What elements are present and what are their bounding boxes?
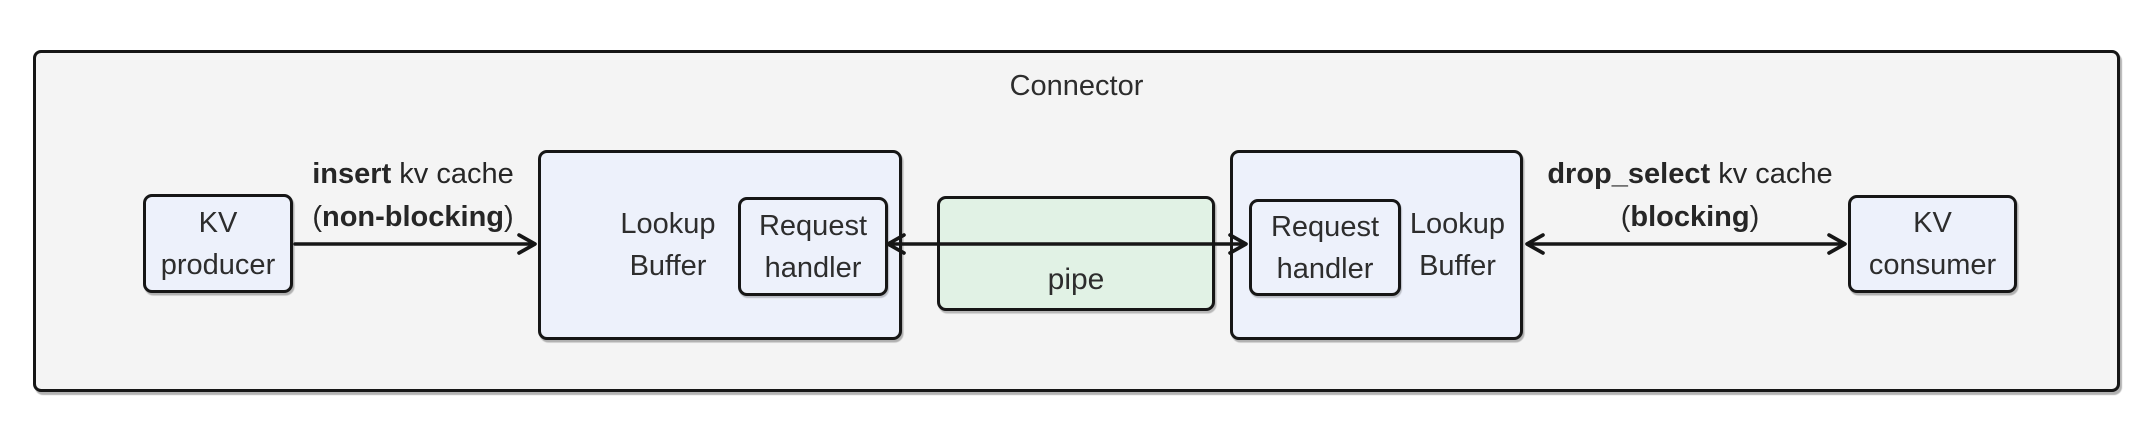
lookup-buffer-right-node: Request handler Lookup Buffer: [1230, 150, 1523, 340]
drop-select-edge-label: drop_select kv cache (blocking): [1530, 153, 1850, 239]
diagram-title: Connector: [1009, 70, 1144, 102]
kv-producer-node: KV producer: [143, 194, 293, 293]
drop-select-edge-label-line2: (blocking): [1620, 201, 1760, 233]
request-handler-right-node: Request handler: [1249, 199, 1401, 296]
insert-edge-label: insert kv cache (non-blocking): [278, 153, 548, 239]
pipe-node: pipe: [937, 196, 1215, 311]
kv-consumer-node: KV consumer: [1848, 195, 2017, 293]
pipe-label: pipe: [1047, 263, 1105, 296]
request-handler-right-label: Request handler: [1270, 210, 1379, 285]
insert-edge-label-line1: insert kv cache: [312, 158, 514, 190]
lookup-buffer-left-label: Lookup Buffer: [620, 208, 716, 282]
drop-select-edge-label-line1: drop_select kv cache: [1547, 158, 1833, 190]
kv-consumer-label: KV consumer: [1868, 207, 1997, 281]
request-handler-left-label: Request handler: [758, 209, 867, 284]
lookup-buffer-left-node: Lookup Buffer Request handler: [538, 150, 902, 340]
request-handler-left-node: Request handler: [738, 197, 888, 296]
insert-edge-label-line2: (non-blocking): [312, 201, 514, 233]
kv-producer-label: KV producer: [160, 206, 276, 281]
lookup-buffer-right-label: Lookup Buffer: [1409, 208, 1506, 282]
